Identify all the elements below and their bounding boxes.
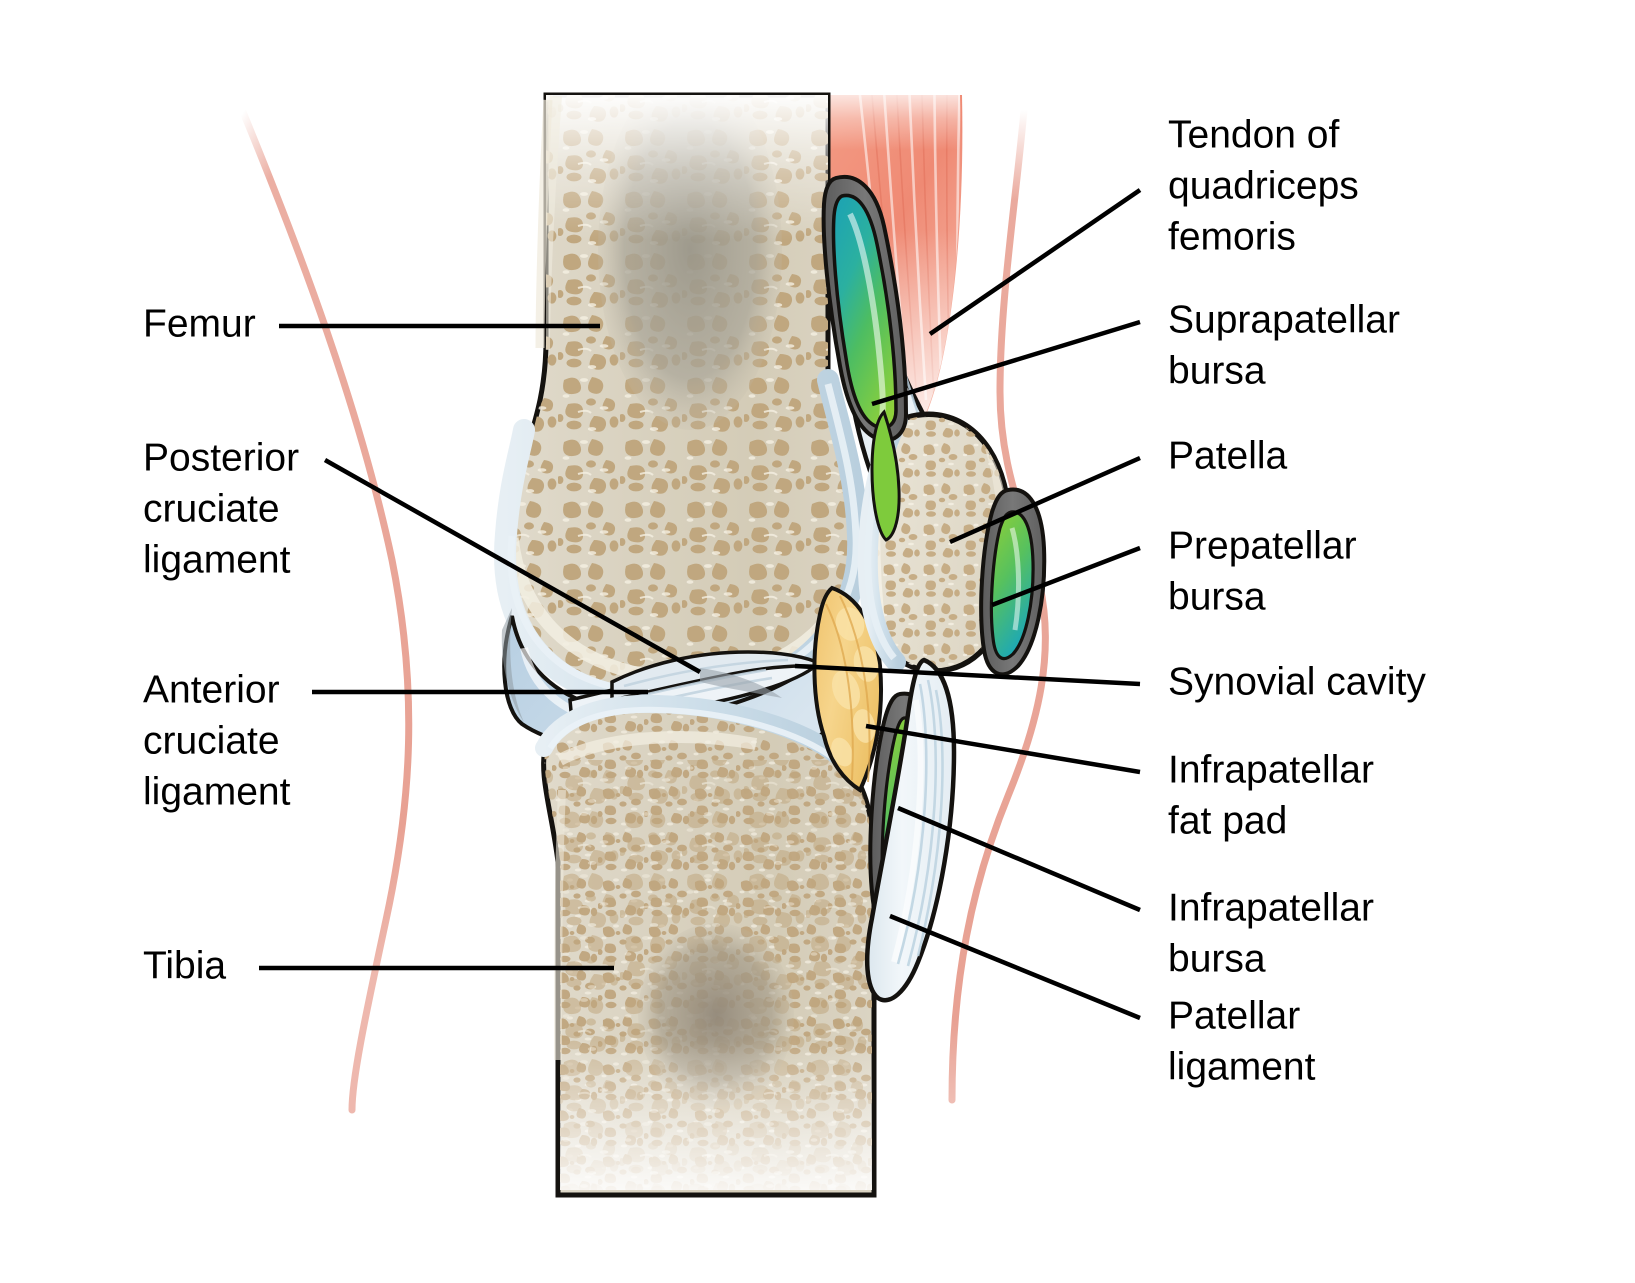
leader-infrapatellar-fat [865,723,1141,775]
label-fatpad-line-1: Infrapatellar [1168,748,1374,791]
leader-posterior-cruciate [323,458,702,674]
label-suprapatellar-line-2: bursa [1168,349,1266,392]
label-acl-line-1: Anterior [143,668,280,711]
leader-patella [949,455,1141,545]
label-prepatellar-line-2: bursa [1168,575,1266,618]
label-synovial-cavity[interactable]: Synovial cavity [1168,660,1426,703]
label-pcl-line-2: cruciate [143,487,280,530]
label-patella-line-1: Patella [1168,434,1288,477]
prepatellar-bursa [979,487,1047,677]
femur [505,92,858,700]
label-infra-bursa-line-1: Infrapatellar [1168,886,1374,929]
label-anterior-cruciate-ligament[interactable]: Anterior cruciate ligament [143,668,291,813]
leader-lines [259,188,1142,1021]
leader-prepatellar-bursa [991,545,1141,608]
leader-quadriceps-tendon [928,188,1142,336]
label-pcl-line-1: Posterior [143,436,299,479]
label-prepatellar-line-1: Prepatellar [1168,524,1357,567]
label-suprapatellar-line-1: Suprapatellar [1168,298,1400,341]
label-suprapatellar-bursa[interactable]: Suprapatellar bursa [1168,298,1400,392]
label-patella[interactable]: Patella [1168,434,1288,477]
label-patellar-lig-line-2: ligament [1168,1045,1316,1088]
label-prepatellar-bursa[interactable]: Prepatellar bursa [1168,524,1357,618]
label-acl-line-2: cruciate [143,719,280,762]
label-posterior-cruciate-ligament[interactable]: Posterior cruciate ligament [143,436,299,581]
leader-patellar-ligament [889,913,1141,1021]
leader-synovial-cavity [794,663,1141,687]
label-synovial-line-1: Synovial cavity [1168,660,1426,703]
leader-infrapatellar-bursa [897,805,1141,913]
suprapatellar-bursa [821,174,909,542]
label-femur-line-1: Femur [143,302,256,345]
label-quad-tendon-line-2: quadriceps [1168,164,1359,207]
leader-suprapatellar-bursa [871,319,1141,407]
label-tibia-line-1: Tibia [143,944,226,987]
label-infrapatellar-bursa[interactable]: Infrapatellar bursa [1168,886,1374,980]
label-quad-tendon-line-3: femoris [1168,215,1296,258]
label-quad-tendon-line-1: Tendon of [1168,113,1339,156]
label-tibia[interactable]: Tibia [143,944,226,987]
patellar-ligament [864,657,957,1003]
label-patellar-lig-line-1: Patellar [1168,994,1300,1037]
label-patellar-ligament[interactable]: Patellar ligament [1168,994,1316,1088]
tibial-articular-cartilage [535,694,849,767]
label-infra-bursa-line-2: bursa [1168,937,1266,980]
label-infrapatellar-fat-pad[interactable]: Infrapatellar fat pad [1168,748,1374,842]
label-tendon-of-quadriceps-femoris[interactable]: Tendon of quadriceps femoris [1168,113,1359,258]
label-femur[interactable]: Femur [143,302,256,345]
tibia [541,701,877,1198]
label-fatpad-line-2: fat pad [1168,799,1287,842]
label-pcl-line-3: ligament [143,538,291,581]
skin-outline-left [239,108,413,1114]
label-acl-line-3: ligament [143,770,291,813]
